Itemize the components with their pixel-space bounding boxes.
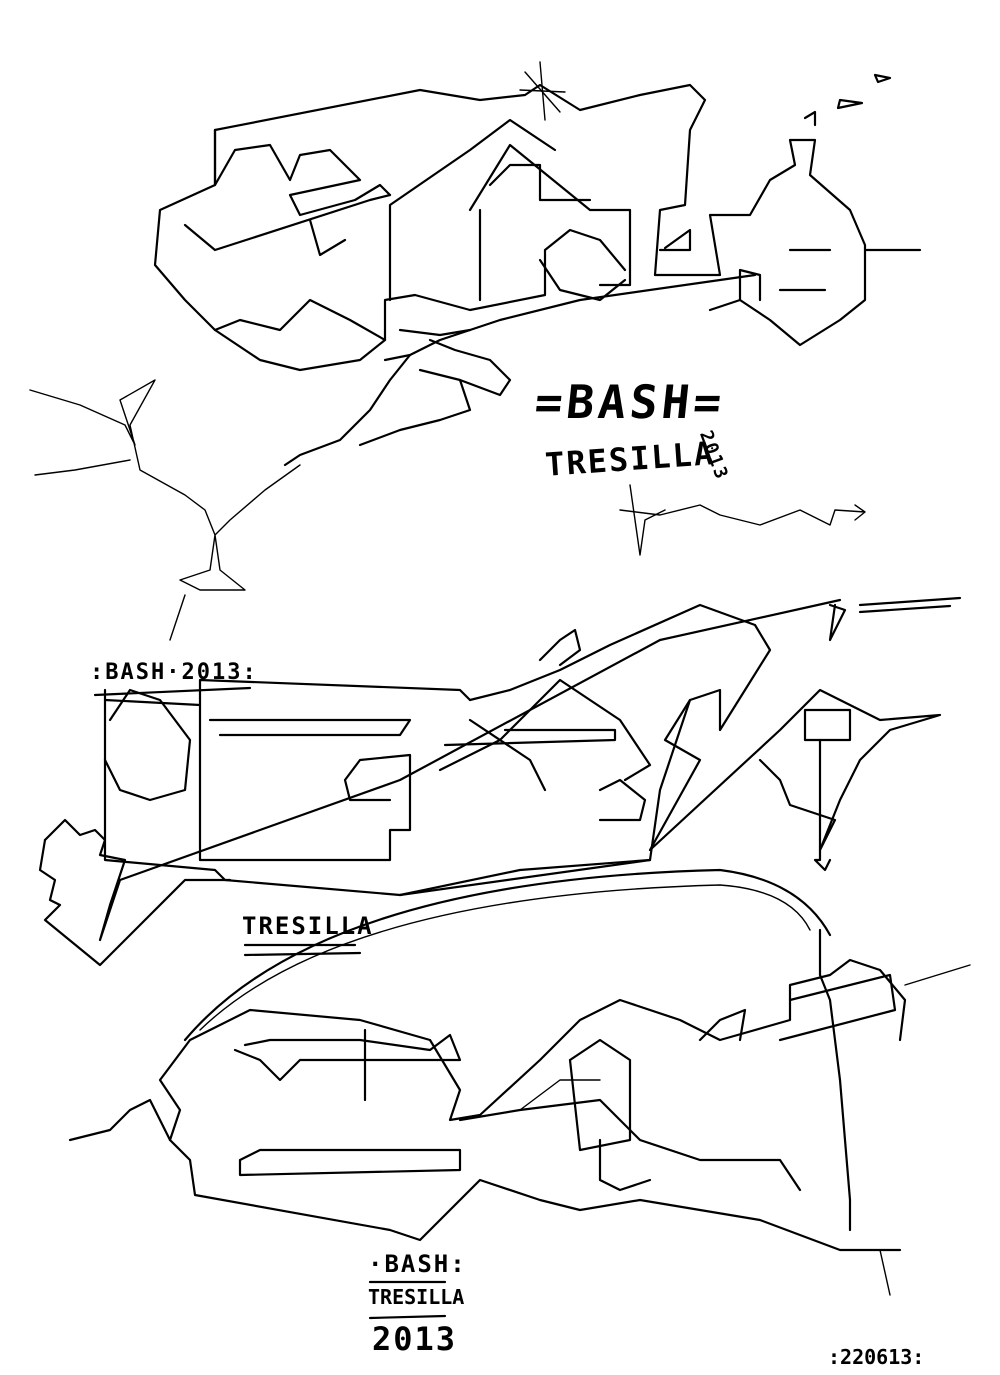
branch-lines: [29, 379, 866, 641]
date-signature: :220613:: [828, 1345, 925, 1369]
middle-tag-signature: :BASH·2013:: [90, 660, 258, 685]
bottom-name-signature: TRESILLA: [368, 1285, 465, 1309]
bottom-structure: [68, 868, 971, 1296]
middle-name-signature: TRESILLA: [242, 912, 374, 940]
bottom-tag-signature: ·BASH:: [368, 1250, 467, 1278]
top-structure: [153, 61, 922, 467]
top-tag-signature: =BASH=: [532, 375, 729, 429]
bottom-year: 2013: [372, 1320, 458, 1358]
middle-structure: [38, 596, 962, 967]
